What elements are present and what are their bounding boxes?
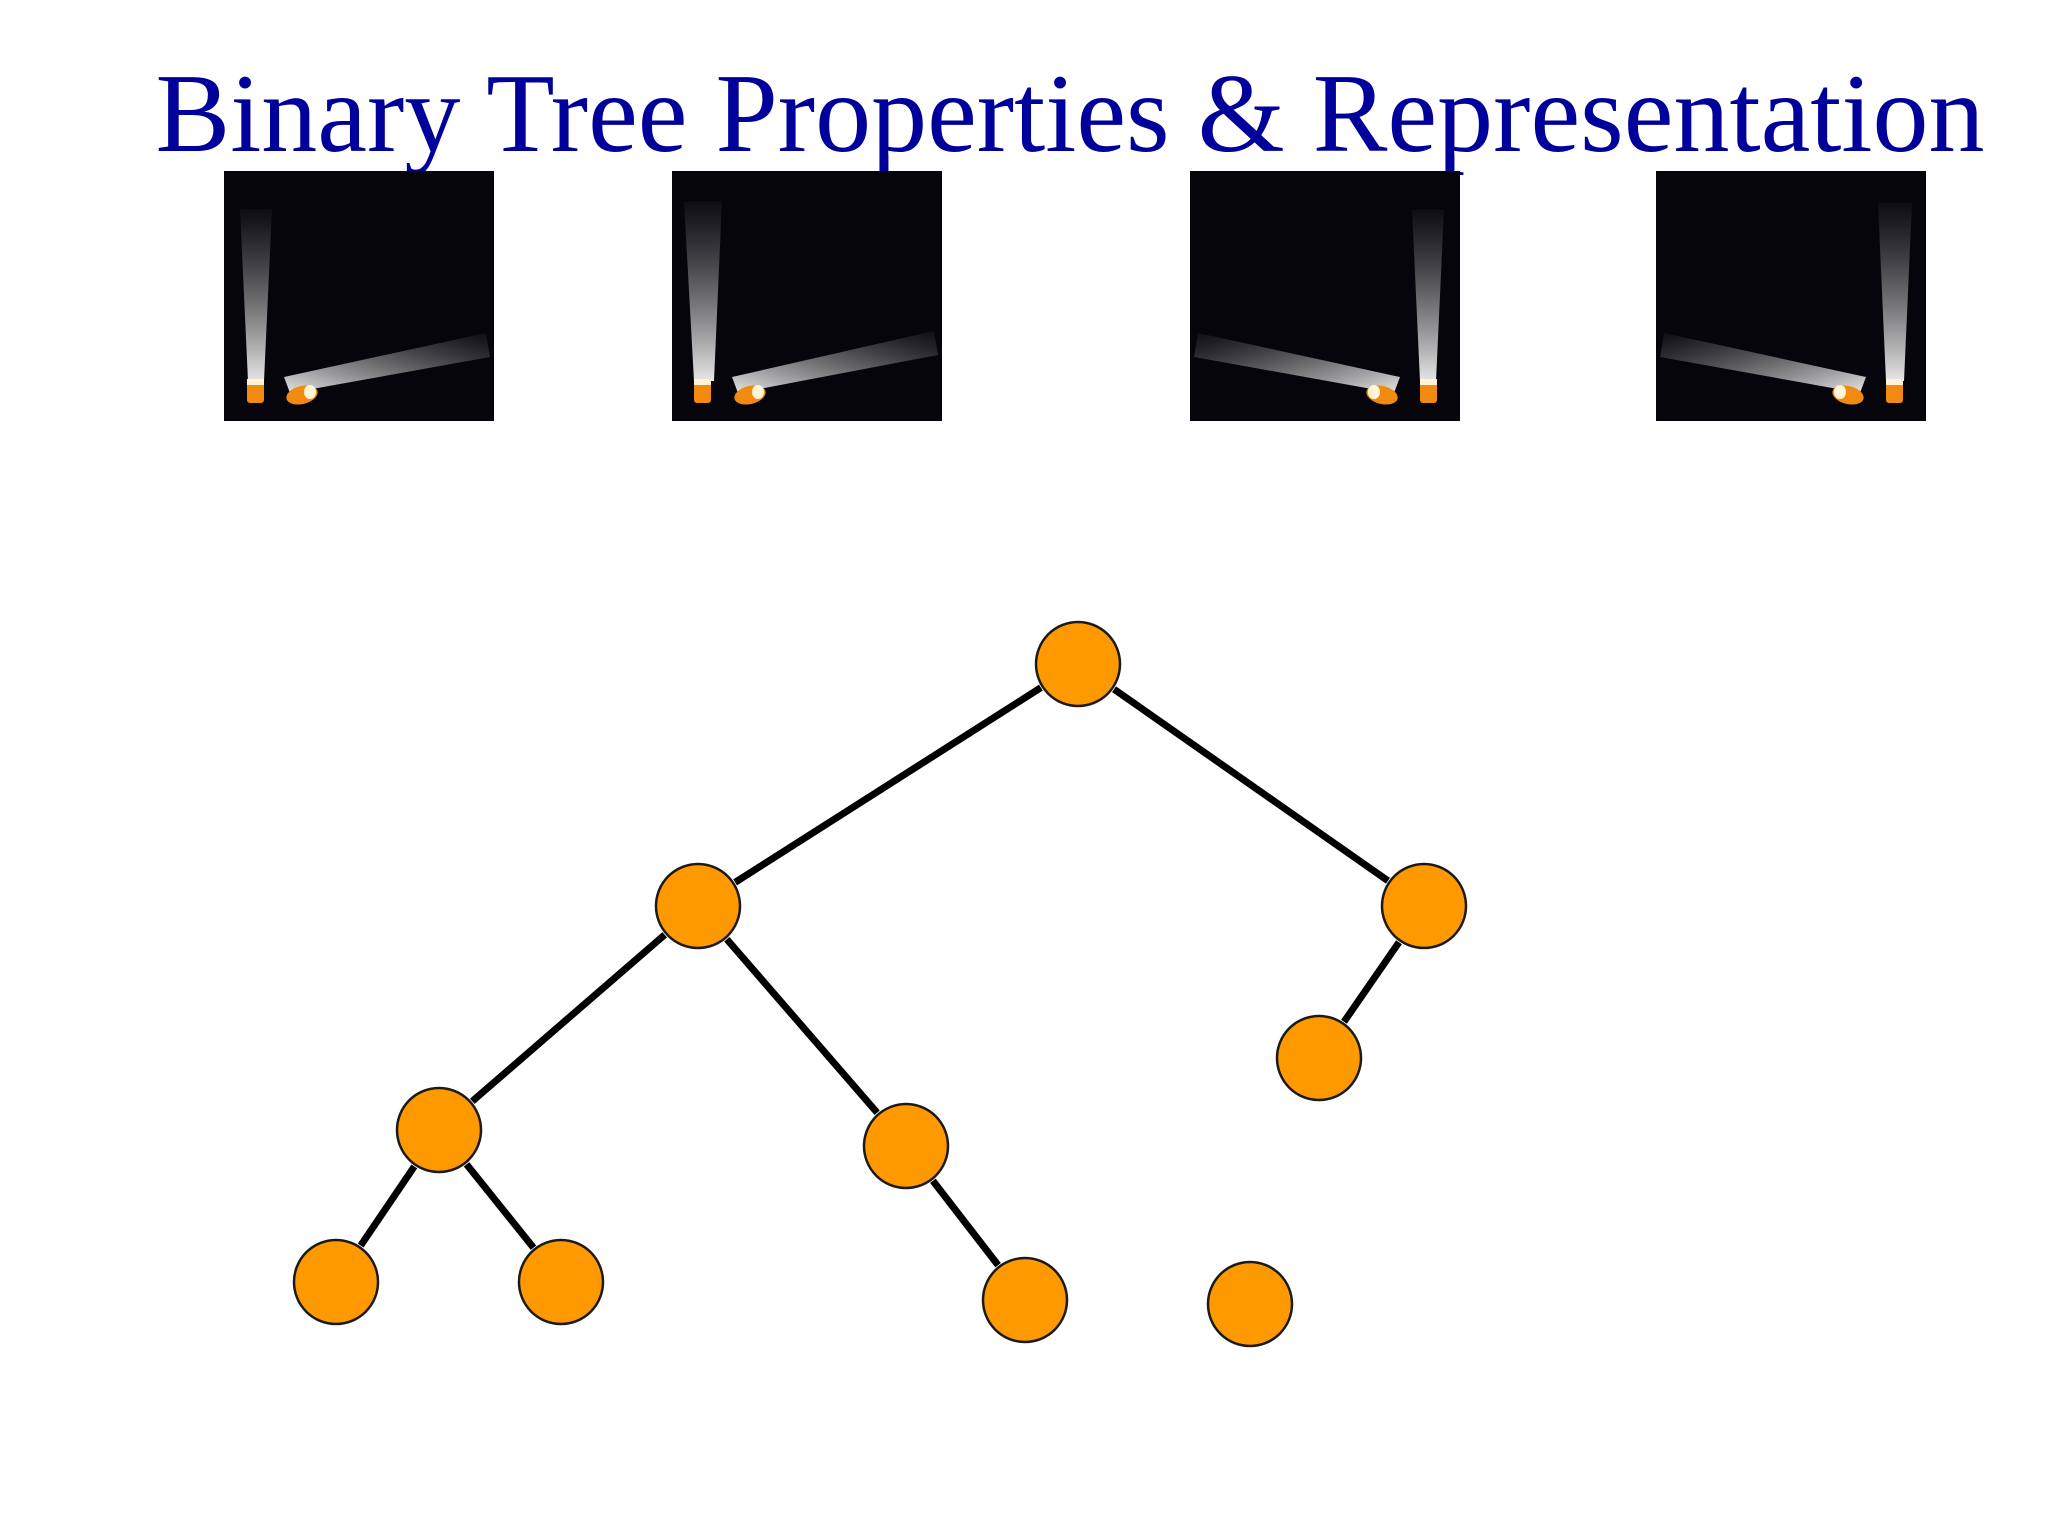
tree-node	[517, 1238, 605, 1326]
spotlight-icon	[672, 171, 942, 421]
tree-node	[1034, 620, 1122, 708]
tree-edge	[1112, 686, 1390, 884]
tree-node	[1206, 1260, 1294, 1348]
tree-edge	[357, 1164, 418, 1248]
tree-edge	[469, 932, 668, 1104]
tree-node	[395, 1086, 483, 1174]
tree-node	[292, 1238, 380, 1326]
spotlight-icon	[224, 171, 494, 421]
tree-node	[654, 862, 742, 950]
tree-edge	[930, 1178, 1001, 1268]
tree-edges	[357, 684, 1402, 1268]
tree-node	[1275, 1014, 1363, 1102]
tree-edge	[733, 684, 1043, 886]
tree-edge	[463, 1162, 537, 1250]
spotlight-icon	[1190, 171, 1460, 421]
tree-nodes	[292, 620, 1468, 1348]
tree-node	[1380, 862, 1468, 950]
tree-edge	[1341, 940, 1402, 1024]
tree-node	[981, 1256, 1069, 1344]
spotlight-icon	[1656, 171, 1926, 421]
tree-node	[862, 1102, 950, 1190]
slide-title: Binary Tree Properties & Representation	[155, 52, 1985, 176]
tree-edge	[724, 936, 880, 1116]
